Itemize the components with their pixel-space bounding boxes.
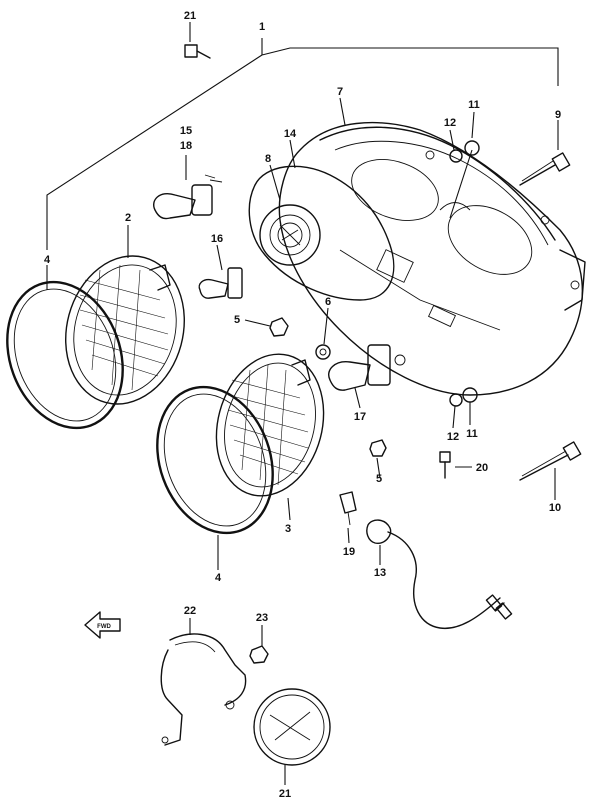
callout-2: 2 — [125, 212, 131, 224]
callout-10: 10 — [549, 502, 561, 514]
headlight-housing — [278, 121, 586, 396]
socket-wire-13 — [366, 519, 513, 629]
washer-11-12-lower — [449, 387, 478, 407]
left-headlight-unit — [65, 255, 185, 405]
bulb-17 — [328, 344, 406, 391]
bulb-16 — [198, 267, 243, 299]
callout-13: 13 — [374, 567, 386, 579]
bulb-15-18 — [153, 174, 223, 220]
callout-19: 19 — [343, 546, 355, 558]
callout-21-top: 21 — [184, 10, 196, 22]
callout-5-upper: 5 — [234, 314, 240, 326]
left-lens-hatch — [79, 264, 169, 391]
callout-1-bracket — [46, 38, 559, 250]
bolt-21-top — [184, 44, 211, 59]
inner-lamp-shell — [248, 165, 395, 301]
right-rim-ring — [156, 385, 274, 535]
nut-6 — [315, 344, 331, 360]
callout-15: 15 — [180, 125, 192, 137]
callout-12-upper: 12 — [444, 117, 456, 129]
bolt-10 — [519, 441, 582, 481]
callout-9: 9 — [555, 109, 561, 121]
callout-7: 7 — [337, 86, 343, 98]
bolt-9 — [519, 152, 571, 186]
callout-labels: 21 1 7 11 12 9 15 18 14 8 2 4 16 5 6 17 … — [44, 10, 561, 800]
front-arrow-label: FWD — [97, 624, 111, 630]
cap-21 — [253, 688, 331, 766]
leader-lines — [46, 22, 559, 785]
nut-5-upper — [269, 317, 289, 337]
callout-21-bottom: 21 — [279, 788, 291, 800]
mounting-bracket-22 — [160, 633, 247, 746]
front-direction-arrow: FWD — [84, 611, 121, 639]
callout-18: 18 — [180, 140, 192, 152]
callout-22: 22 — [184, 605, 196, 617]
callout-23: 23 — [256, 612, 268, 624]
left-rim-ring — [6, 280, 124, 430]
right-lens-hatch — [227, 364, 309, 486]
callout-6: 6 — [325, 296, 331, 308]
callout-12-lower: 12 — [447, 431, 459, 443]
callout-11-upper: 11 — [468, 99, 480, 111]
callout-3: 3 — [285, 523, 291, 535]
right-headlight-unit — [215, 353, 325, 497]
nut-23 — [249, 645, 269, 664]
washer-11-12-upper — [449, 140, 480, 219]
callout-11-lower: 11 — [466, 428, 478, 440]
callout-4-lower: 4 — [215, 572, 222, 584]
bulb-19 — [339, 491, 357, 526]
callout-8: 8 — [265, 153, 271, 165]
callout-5-lower: 5 — [376, 473, 382, 485]
callout-1: 1 — [259, 21, 265, 33]
nut-5-lower — [369, 439, 387, 457]
callout-16: 16 — [211, 233, 223, 245]
callout-4-upper: 4 — [44, 254, 51, 266]
callout-17: 17 — [354, 411, 366, 423]
callout-20: 20 — [476, 462, 488, 474]
callout-14: 14 — [284, 128, 297, 140]
bolt-20 — [439, 451, 451, 479]
